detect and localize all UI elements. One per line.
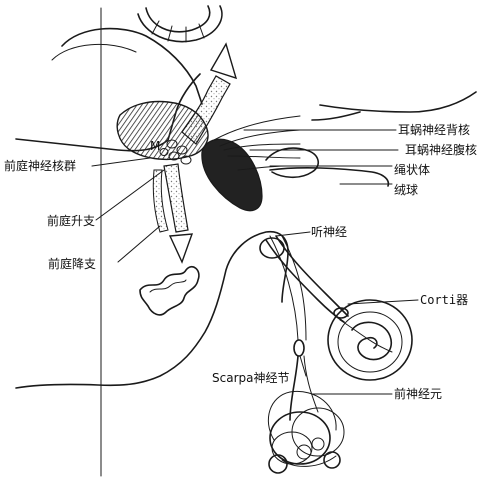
left-tissue-contour (61, 27, 203, 105)
cochlea-inner (337, 311, 403, 373)
label-flocculus: 绒球 (394, 183, 418, 197)
right-tissue-upper (319, 91, 477, 113)
tube-ring-1 (151, 20, 160, 35)
label-vestibular-ascending: 前庭升支 (47, 213, 95, 228)
corti-ganglion (333, 307, 349, 319)
leader-lines (91, 129, 419, 395)
tube-ring-2 (167, 25, 173, 42)
nucleus-marker-label: M (150, 139, 160, 153)
label-cochlear-ventral-nucleus: 耳蜗神经腹核 (405, 142, 477, 157)
left-descending-stripe (152, 169, 169, 233)
descending-arrow (168, 233, 194, 264)
olive-structure (139, 265, 200, 316)
vestibular-nerve-line-2 (281, 235, 307, 341)
ascending-arrow (209, 42, 238, 80)
flocculus-band (269, 167, 390, 187)
cochlea-outer (327, 299, 413, 381)
ventricle-tube (137, 5, 223, 43)
label-vestibular-descending: 前庭降支 (48, 256, 96, 271)
left-tissue-inner (51, 43, 137, 61)
cochlea-spiral (351, 321, 393, 361)
descending-branch (163, 163, 189, 233)
cochlea-lamina (339, 319, 393, 353)
scarpa-ganglion (293, 339, 305, 357)
right-ring (265, 147, 319, 179)
label-restiform-body: 绳状体 (394, 163, 430, 177)
cochlear-nucleus-dark (201, 138, 263, 212)
scarpa-lower-nerve (289, 355, 299, 421)
olive-inner (149, 279, 187, 293)
vestibular-nerve-line (269, 235, 299, 341)
tube-ring-4 (198, 23, 205, 39)
label-corti-organ: Corti器 (420, 293, 468, 307)
vestibular-labyrinth (267, 390, 345, 474)
nucleus-cells (159, 139, 192, 165)
right-tissue-lower (311, 111, 361, 121)
scarpa-lower-nerve-2 (303, 355, 319, 413)
label-scarpa-ganglion: Scarpa神经节 (212, 371, 289, 385)
label-vestibular-neuron: 前神经元 (394, 386, 442, 401)
fibre-fan (213, 115, 301, 171)
label-vestibular-nuclei: 前庭神经核群 (4, 158, 76, 173)
label-cochlear-dorsal-nucleus: 耳蜗神经背核 (398, 122, 470, 137)
ascending-branch (181, 75, 231, 145)
label-auditory-nerve: 听神经 (311, 225, 347, 239)
nerve-sheath-ring (259, 237, 285, 259)
